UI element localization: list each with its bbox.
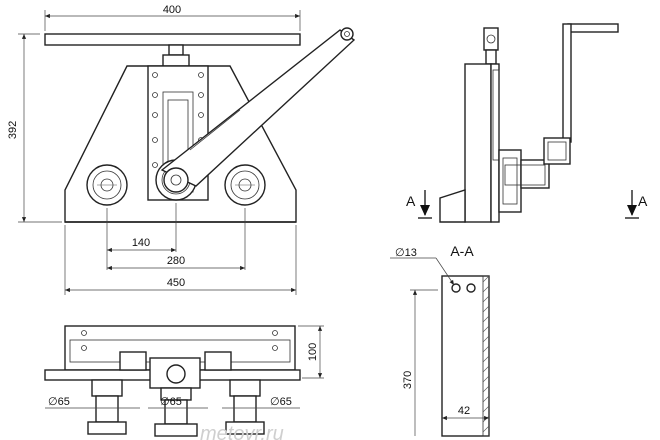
section-title: A-A <box>450 243 474 259</box>
handle-bar <box>44 33 301 46</box>
hole-2 <box>466 283 476 293</box>
dim-392: 392 <box>7 121 19 139</box>
crank-knob <box>340 27 354 41</box>
side-screw-eye <box>483 27 499 51</box>
dim-hole-dia: ∅13 <box>395 247 417 259</box>
dim-450: 450 <box>167 277 185 289</box>
plan-view: 100 ∅65 ∅65 ∅65 <box>44 325 324 437</box>
front-view: 400 392 140 280 450 <box>7 4 356 295</box>
section-plate <box>441 275 490 437</box>
crank-handle-grip <box>567 23 619 33</box>
dim-42: 42 <box>458 405 470 417</box>
side-foot <box>439 189 466 223</box>
crank-handle-shaft <box>562 23 572 143</box>
screw-nut <box>162 54 190 68</box>
section-mark-left: A <box>406 193 416 209</box>
dim-roller-left: ∅65 <box>48 396 70 408</box>
side-plate <box>464 63 492 223</box>
hole-1 <box>451 283 461 293</box>
side-roller-stack <box>498 149 522 213</box>
watermark: metovr.ru <box>200 423 284 440</box>
dim-370: 370 <box>402 371 414 389</box>
section-aa: A-A ∅13 370 42 <box>390 243 490 437</box>
dim-140: 140 <box>132 237 150 249</box>
roller-right <box>224 164 266 206</box>
side-view: A A <box>406 23 648 223</box>
plan-roller-left <box>87 379 127 435</box>
plan-roller-mid <box>154 387 198 437</box>
dim-roller-right: ∅65 <box>270 396 292 408</box>
dim-roller-mid: ∅65 <box>160 396 182 408</box>
dim-400: 400 <box>163 4 181 16</box>
plan-roller-right <box>225 379 265 435</box>
plan-screw-head <box>166 364 186 384</box>
dim-100: 100 <box>307 343 319 361</box>
dim-280: 280 <box>167 255 185 267</box>
roller-left <box>86 164 128 206</box>
screw-neck <box>168 44 184 56</box>
section-mark-right: A <box>638 193 648 209</box>
